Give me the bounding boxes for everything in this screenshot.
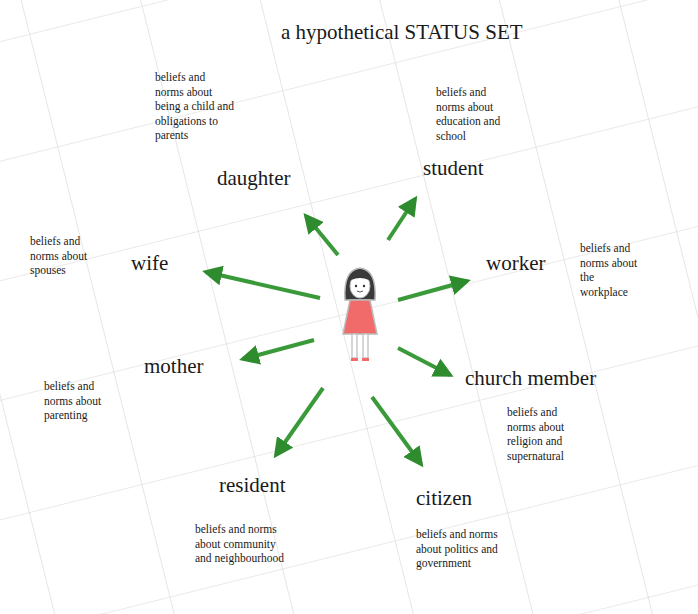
norms-note: beliefs and norms about spouses: [30, 234, 108, 278]
status-arrows: [206, 199, 467, 464]
status-label: daughter: [217, 166, 290, 190]
arrow: [206, 272, 320, 298]
arrow: [398, 348, 450, 375]
status-label: mother: [144, 354, 203, 378]
norms-note: beliefs and norms about parenting: [44, 379, 124, 423]
status-label: student: [423, 156, 484, 180]
arrow: [372, 397, 421, 464]
title: a hypothetical STATUS SET: [281, 20, 523, 44]
arrow: [306, 216, 338, 255]
arrow: [388, 199, 415, 240]
norms-note: beliefs and norms about community and ne…: [195, 522, 291, 566]
status-label: wife: [131, 251, 168, 275]
status-label: resident: [219, 473, 285, 497]
status-label: worker: [486, 251, 545, 275]
norms-note: beliefs and norms about religion and sup…: [507, 405, 587, 463]
status-label: church member: [465, 366, 596, 390]
arrow: [276, 388, 323, 455]
norms-note: beliefs and norms about the workplace: [580, 241, 640, 299]
status-label: citizen: [416, 486, 472, 510]
arrow: [243, 340, 314, 359]
norms-note: beliefs and norms about politics and gov…: [416, 527, 500, 571]
arrow: [398, 281, 467, 300]
norms-note: beliefs and norms about being a child an…: [155, 70, 235, 143]
person-figure: [343, 268, 377, 361]
norms-note: beliefs and norms about education and sc…: [436, 85, 514, 143]
